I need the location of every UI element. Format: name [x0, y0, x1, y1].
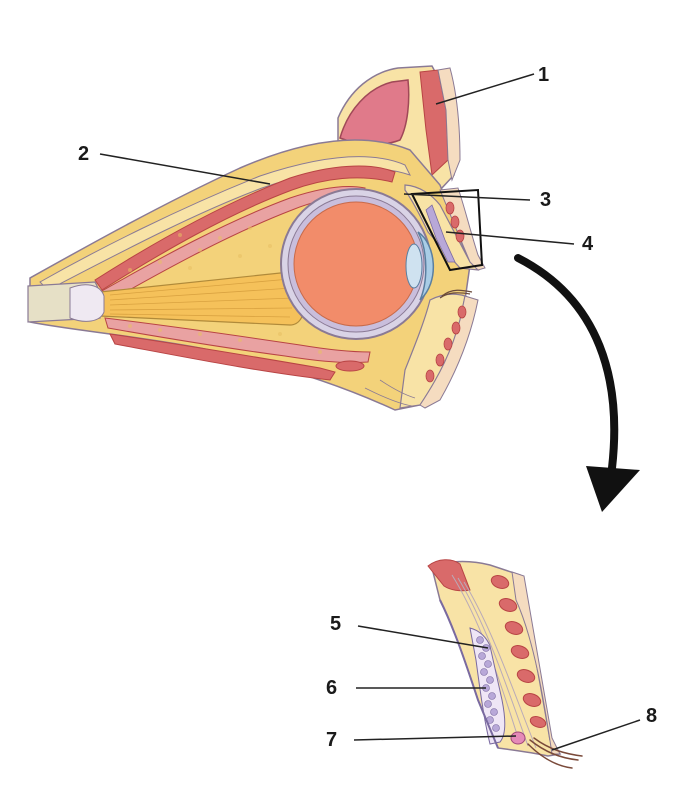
detail-levator	[427, 559, 471, 592]
detail-zeis-gland	[510, 731, 526, 745]
label-6: 6	[326, 677, 337, 699]
eyelashes-lower	[439, 289, 473, 299]
zoom-arrow	[514, 254, 640, 512]
tarsal-gland-upper	[425, 204, 456, 263]
label-1: 1	[538, 64, 549, 86]
label-5: 5	[330, 613, 341, 635]
septum-lines	[364, 379, 416, 407]
inferior-muscle-cut	[335, 360, 365, 372]
orbit-section	[27, 65, 486, 411]
arrow-shaft	[514, 254, 619, 472]
leader-4	[445, 231, 575, 245]
optic-nerve-fibers	[109, 278, 295, 318]
lens	[405, 243, 423, 289]
levator-muscle	[94, 165, 396, 291]
detail-orbicularis	[490, 575, 547, 728]
brow-skin	[437, 67, 461, 182]
upper-eyelid	[404, 184, 480, 271]
label-2: 2	[78, 143, 89, 165]
label-7: 7	[326, 729, 337, 751]
leader-3	[403, 193, 531, 201]
cornea	[417, 231, 434, 301]
inferior-rectus	[104, 317, 371, 364]
eyeball-vitreous	[293, 201, 419, 327]
detail-gland-acini	[476, 636, 500, 732]
inferior-oblique	[109, 333, 336, 381]
orbicularis-lower	[425, 305, 467, 383]
leader-7	[353, 735, 517, 741]
fat-texture	[128, 226, 322, 354]
detail-skin	[511, 571, 561, 755]
detail-box	[410, 188, 484, 272]
detail-conjunctiva	[439, 599, 499, 749]
leader-lines	[99, 73, 641, 751]
apex-sheath	[69, 284, 105, 322]
leader-5	[357, 625, 489, 649]
upper-periorbita	[39, 156, 411, 291]
leader-2	[99, 153, 271, 185]
leader-1	[435, 73, 535, 105]
leader-8	[551, 719, 641, 751]
number-labels: 1 2 3 4 5 6 7 8	[78, 64, 657, 751]
eyelid-detail	[427, 559, 583, 769]
label-3: 3	[540, 189, 551, 211]
label-4: 4	[582, 233, 594, 255]
detail-eyelashes	[527, 737, 583, 769]
arrow-head	[586, 466, 640, 512]
label-8: 8	[646, 705, 657, 727]
